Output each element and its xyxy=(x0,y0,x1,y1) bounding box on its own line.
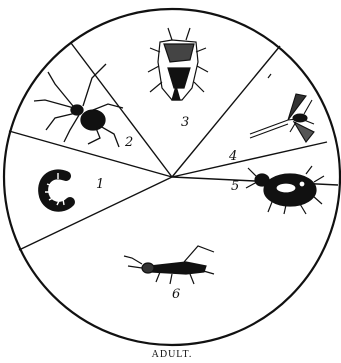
segment-number-4: 4 xyxy=(228,149,237,164)
segment-number-6: 6 xyxy=(172,287,180,302)
cricket-icon xyxy=(124,246,214,284)
plate-caption: ADULT. xyxy=(152,349,193,360)
beetle-icon xyxy=(246,166,324,214)
segment-number-3: 3 xyxy=(181,115,189,130)
small-mark xyxy=(268,74,271,78)
caterpillar-icon xyxy=(43,173,70,207)
segment-number-1: 1 xyxy=(96,177,104,192)
shield-bug-icon xyxy=(148,28,208,100)
segment-number-5: 5 xyxy=(231,179,239,194)
mayfly-icon xyxy=(250,94,314,142)
spider-icon xyxy=(34,64,123,147)
segment-number-2: 2 xyxy=(124,135,133,150)
